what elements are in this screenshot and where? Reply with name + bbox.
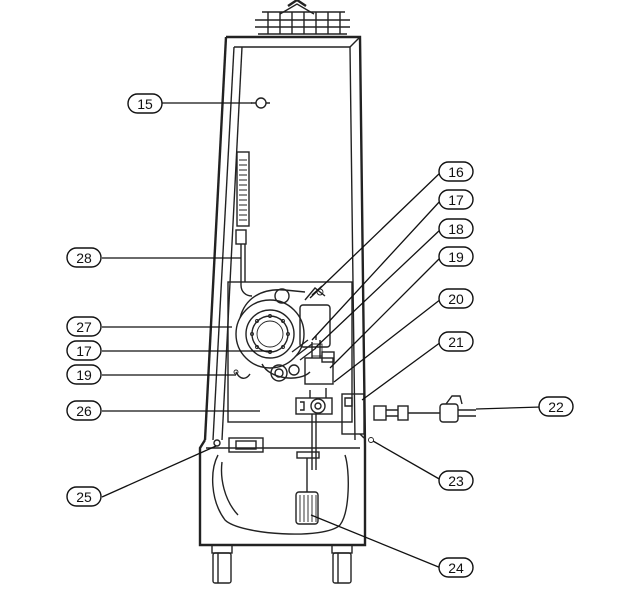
burner-compartment [227, 281, 353, 470]
callout-27: 27 [66, 316, 102, 337]
callout-16-label: 16 [448, 164, 464, 180]
power-plug [373, 395, 476, 423]
callout-18-label: 18 [448, 221, 464, 237]
knob [251, 97, 270, 109]
callout-18: 18 [438, 218, 474, 239]
callout-17-left-label: 17 [76, 343, 92, 359]
callout-28: 28 [66, 247, 102, 268]
callout-22-label: 22 [548, 399, 564, 415]
callout-16: 16 [438, 161, 474, 182]
control-panel [235, 151, 253, 297]
callout-21: 21 [438, 331, 474, 352]
callout-21-label: 21 [448, 334, 464, 350]
callout-19-right-label: 19 [448, 249, 464, 265]
callout-17-right-label: 17 [448, 192, 464, 208]
callout-23: 23 [438, 470, 474, 491]
callout-27-label: 27 [76, 319, 92, 335]
callout-22: 22 [538, 396, 574, 417]
callout-24-label: 24 [448, 560, 464, 576]
base-outlet [213, 437, 264, 453]
callout-15-label: 15 [137, 96, 153, 112]
cabinet-body [198, 35, 367, 547]
junction-box [341, 393, 374, 443]
callout-24: 24 [438, 557, 474, 578]
callout-28-label: 28 [76, 250, 92, 266]
callout-19-left-label: 19 [76, 367, 92, 383]
callout-23-label: 23 [448, 473, 464, 489]
callout-20-label: 20 [448, 291, 464, 307]
gas-cartridge [295, 451, 320, 525]
callout-17-right: 17 [438, 189, 474, 210]
callout-15: 15 [127, 93, 163, 114]
callout-17-left: 17 [66, 340, 102, 361]
callout-20: 20 [438, 288, 474, 309]
callout-26: 26 [66, 400, 102, 421]
callout-19-left: 19 [66, 364, 102, 385]
callout-25: 25 [66, 486, 102, 507]
callout-26-label: 26 [76, 403, 92, 419]
wheels [211, 544, 353, 584]
top-grille [255, 0, 350, 35]
callout-25-label: 25 [76, 489, 92, 505]
leader-lines [101, 102, 542, 569]
callout-19-right: 19 [438, 246, 474, 267]
